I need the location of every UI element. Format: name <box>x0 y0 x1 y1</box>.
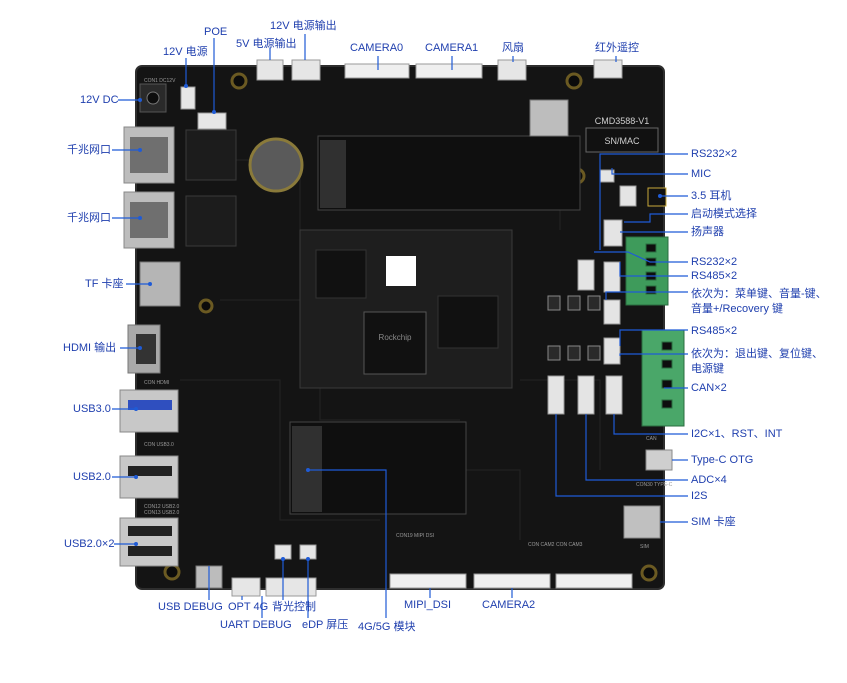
sn-text: SN/MAC <box>604 136 640 146</box>
camera1-connector <box>415 63 483 79</box>
audio-jack <box>647 187 667 207</box>
label-4g5g-module: 4G/5G 模块 <box>358 621 416 633</box>
label-keys-2-line1: 依次为：退出键、复位键、 <box>691 348 823 360</box>
silk-cam2: CON CAM2 <box>528 542 555 548</box>
label-camera2: CAMERA2 <box>482 599 536 611</box>
label-camera1: CAMERA1 <box>425 42 479 54</box>
ir-connector <box>593 59 623 79</box>
label-ethernet-2: 千兆网口 <box>67 212 111 224</box>
soc-chip <box>363 311 427 375</box>
label-ethernet-1: 千兆网口 <box>67 144 111 156</box>
camera2-connector <box>473 573 551 589</box>
label-can: CAN×2 <box>691 382 727 394</box>
poe-connector <box>197 112 227 130</box>
label-i2c: I2C×1、RST、INT <box>691 428 783 440</box>
label-mic: MIC <box>691 168 712 180</box>
out5v-connector <box>256 59 284 81</box>
silk-usb20: CON12 USB2.0 <box>144 504 180 510</box>
label-boot-mode: 启动模式选择 <box>691 208 757 220</box>
label-adc: ADC×4 <box>691 474 727 486</box>
label-12v-power: 12V 电源 <box>163 46 208 58</box>
label-speaker: 扬声器 <box>691 226 724 238</box>
label-rs485-lower: RS485×2 <box>691 325 738 337</box>
label-usb-debug: USB DEBUG <box>158 601 223 613</box>
label-uart-debug: UART DEBUG <box>220 619 292 631</box>
label-rs485-mid: RS485×2 <box>691 270 738 282</box>
label-keys-1-line2: 音量+/Recovery 键 <box>691 303 783 315</box>
label-i2s: I2S <box>691 490 708 502</box>
usb20x2-port <box>119 517 179 567</box>
extra-connector <box>555 573 633 589</box>
silk-can: CAN <box>646 436 657 442</box>
label-rs232-top: RS232×2 <box>691 148 738 160</box>
label-poe: POE <box>204 26 228 38</box>
model-silk <box>585 127 659 153</box>
label-audio-jack: 3.5 耳机 <box>691 190 732 202</box>
sim-slot <box>623 505 661 539</box>
label-usb30: USB3.0 <box>73 403 111 415</box>
model-text: CMD3588-V1 <box>595 116 650 126</box>
label-edp: eDP 屏压 <box>302 619 349 631</box>
label-fan: 风扇 <box>502 42 524 54</box>
module-label <box>386 256 416 286</box>
label-backlight: 背光控制 <box>272 601 316 613</box>
label-12v-dc: 12V DC <box>80 94 119 106</box>
label-usb20: USB2.0 <box>73 471 111 483</box>
backlight-connector <box>274 544 292 560</box>
uart-connector <box>265 577 317 597</box>
label-keys-2-line2: 电源键 <box>691 363 724 375</box>
label-typec-otg: Type-C OTG <box>691 454 754 466</box>
power12v-connector <box>180 86 196 110</box>
silk-cam3: CON CAM3 <box>556 542 583 548</box>
silk-sim: SIM <box>640 544 649 550</box>
silk-usb30: CON USB3.0 <box>144 442 174 448</box>
opt4g-connector <box>231 577 261 597</box>
out12v-connector <box>291 59 321 81</box>
rtc-battery <box>248 137 304 193</box>
silk-mipi: CON19 MIPI DSI <box>396 533 434 539</box>
label-12v-output: 12V 电源输出 <box>270 20 337 32</box>
silk-hdmi: CON HDMI <box>144 380 169 386</box>
label-tf-card: TF 卡座 <box>85 278 124 290</box>
usb30-port <box>119 389 179 433</box>
label-mipi-dsi: MIPI_DSI <box>404 599 452 611</box>
leader-lines <box>112 34 688 618</box>
fan-connector <box>497 59 527 81</box>
label-usb20x2: USB2.0×2 <box>64 538 115 550</box>
label-opt-4g: OPT 4G <box>228 601 269 613</box>
label-ir-remote: 红外遥控 <box>595 42 639 54</box>
edp-voltage-jumper <box>299 544 317 560</box>
label-5v-output: 5V 电源输出 <box>236 38 297 50</box>
label-hdmi-out: HDMI 输出 <box>63 342 117 354</box>
typec-port <box>645 449 673 471</box>
label-camera0: CAMERA0 <box>350 42 404 54</box>
label-rs232-mid: RS232×2 <box>691 256 738 268</box>
silk-usb20x2: CON13 USB2.0 <box>144 510 180 516</box>
silk-typec: CON30 TYPE-C <box>636 482 673 488</box>
camera0-connector <box>344 63 410 79</box>
gps-module <box>529 99 569 137</box>
soc-text: Rockchip <box>379 333 412 342</box>
label-keys-1-line1: 依次为：菜单键、音量-键、 <box>691 288 827 300</box>
silk-dc12v: CON1 DC12V <box>144 78 176 84</box>
leader-dots <box>134 84 662 561</box>
label-sim-slot: SIM 卡座 <box>691 516 736 528</box>
mipi-dsi-connector <box>389 573 467 589</box>
m2-slot-top <box>317 135 581 211</box>
